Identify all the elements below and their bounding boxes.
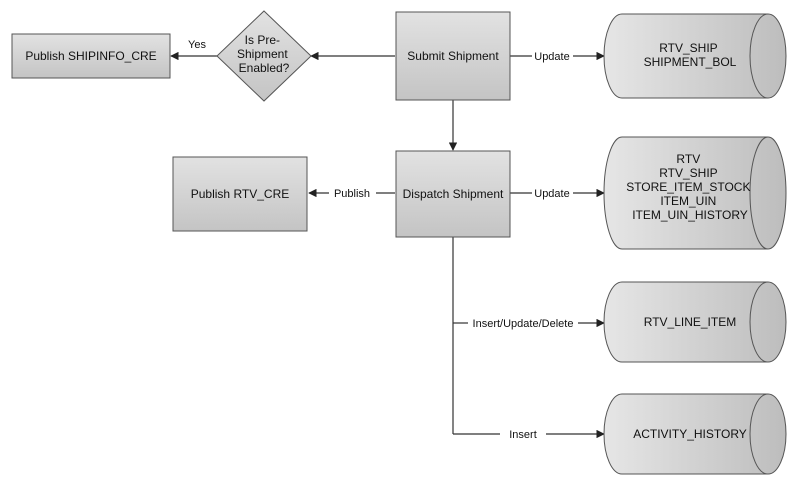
submit-shipment-box: Submit Shipment xyxy=(395,11,511,101)
publish-rtv-box: Publish RTV_CRE xyxy=(172,156,308,232)
edge-label-yes: Yes xyxy=(188,39,206,51)
decision-label: Is Pre- Shipment Enabled? xyxy=(237,33,291,75)
db-rtv-ship-bol: RTV_SHIP SHIPMENT_BOL xyxy=(603,13,787,99)
edge-label-insert: Insert xyxy=(509,429,537,441)
db-dispatch-tables-label: RTV RTV_SHIP STORE_ITEM_STOCK ITEM_UIN I… xyxy=(626,152,754,222)
edge-label-publish: Publish xyxy=(334,188,370,200)
db-rtv-line-item-label: RTV_LINE_ITEM xyxy=(644,315,736,329)
publish-shipinfo-label: Publish SHIPINFO_CRE xyxy=(25,49,156,63)
db-dispatch-tables: RTV RTV_SHIP STORE_ITEM_STOCK ITEM_UIN I… xyxy=(603,136,787,250)
edge-label-insert-update-delete: Insert/Update/Delete xyxy=(473,318,574,330)
dispatch-shipment-box: Dispatch Shipment xyxy=(395,150,511,238)
edge-label-update-1: Update xyxy=(534,51,569,63)
pre-shipment-decision: Is Pre- Shipment Enabled? xyxy=(216,10,312,102)
db-rtv-line-item: RTV_LINE_ITEM xyxy=(603,281,787,363)
db-rtv-ship-bol-label: RTV_SHIP SHIPMENT_BOL xyxy=(644,41,737,69)
edge-label-update-2: Update xyxy=(534,188,569,200)
publish-shipinfo-box: Publish SHIPINFO_CRE xyxy=(11,33,171,79)
db-activity-history-label: ACTIVITY_HISTORY xyxy=(633,427,747,441)
db-activity-history: ACTIVITY_HISTORY xyxy=(603,393,787,475)
dispatch-shipment-label: Dispatch Shipment xyxy=(403,187,504,201)
submit-shipment-label: Submit Shipment xyxy=(407,49,499,63)
publish-rtv-label: Publish RTV_CRE xyxy=(191,187,289,201)
connectors xyxy=(170,51,605,439)
